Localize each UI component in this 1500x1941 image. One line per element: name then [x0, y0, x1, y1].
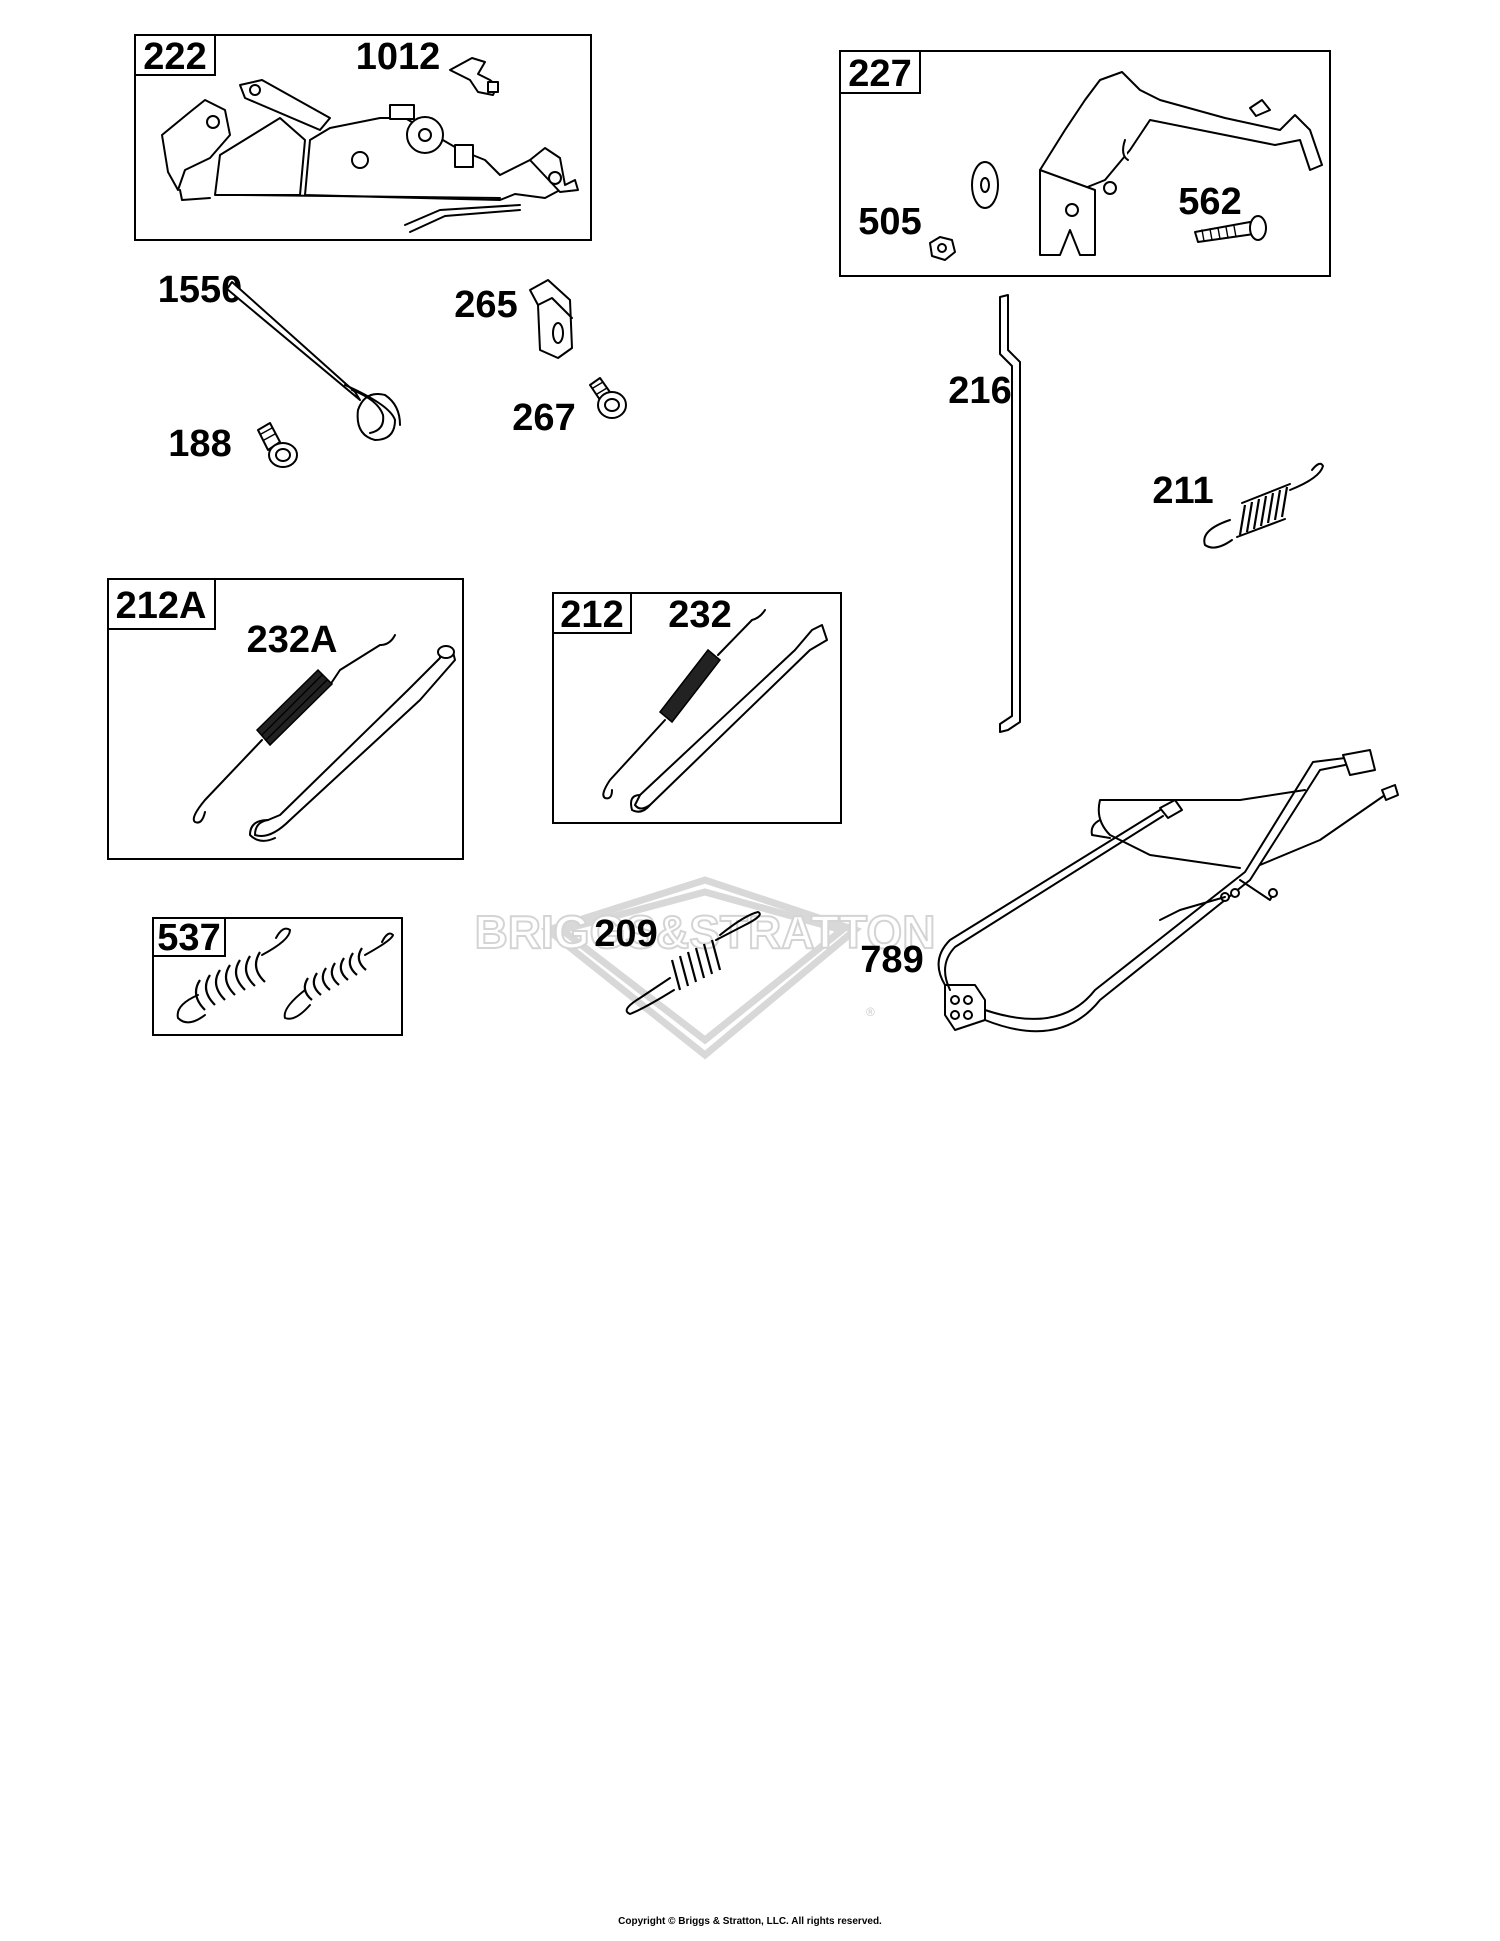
- part-562-screw-drawing: [1194, 215, 1267, 243]
- part-label-216[interactable]: 216: [948, 370, 1011, 412]
- group-212-frame: [552, 592, 842, 824]
- part-label-505[interactable]: 505: [858, 201, 921, 243]
- part-216-rod-drawing: [999, 294, 1021, 733]
- briggs-stratton-watermark: BRIGGS&STRATTON ®: [474, 876, 936, 1060]
- group-212A: 212A 232A: [107, 578, 464, 860]
- group-212A-frame: [107, 578, 464, 860]
- part-232-spring-drawing: [602, 609, 766, 800]
- part-label-232[interactable]: 232: [668, 594, 731, 636]
- part-label-789[interactable]: 789: [860, 939, 923, 981]
- part-1550-spring-drawing: [226, 281, 401, 441]
- group-212-tag-box: [552, 592, 632, 634]
- part-188-bolt-drawing: [257, 422, 298, 468]
- part-232A-spring-drawing: [192, 634, 396, 824]
- group-227: 227 505 562: [839, 50, 1331, 277]
- group-212A-tag[interactable]: 212A: [116, 585, 207, 627]
- part-232A-link-rod-drawing: [249, 645, 456, 842]
- group-537: 537: [152, 917, 403, 1036]
- control-bracket-drawing: [1039, 71, 1323, 256]
- group-537-frame: [152, 917, 403, 1036]
- group-227-tag-box: [839, 50, 921, 94]
- group-222: 222 1012: [134, 34, 592, 241]
- spring-large-drawing: [176, 927, 291, 1024]
- group-537-tag[interactable]: 537: [157, 917, 220, 959]
- part-1012-drawing: [449, 57, 499, 96]
- part-label-1012[interactable]: 1012: [356, 36, 441, 78]
- watermark-registered-mark: ®: [866, 1005, 875, 1019]
- watermark-brand-text: BRIGGS&STRATTON: [475, 906, 936, 958]
- group-222-tag[interactable]: 222: [143, 36, 206, 78]
- group-227-frame: [839, 50, 1331, 277]
- part-label-265[interactable]: 265: [454, 284, 517, 326]
- copyright-footer: Copyright © Briggs & Stratton, LLC. All …: [618, 1916, 882, 1927]
- group-227-tag[interactable]: 227: [848, 53, 911, 95]
- part-label-267[interactable]: 267: [512, 397, 575, 439]
- part-232-link-rod-drawing: [630, 624, 828, 813]
- part-label-188[interactable]: 188: [168, 423, 231, 465]
- group-537-tag-box: [152, 917, 226, 957]
- part-211-spring-drawing: [1203, 462, 1324, 549]
- part-267-bolt-drawing: [589, 377, 627, 419]
- group-212A-tag-box: [107, 578, 216, 630]
- part-505-nut-drawing: [929, 236, 956, 261]
- part-789-wire-harness-drawing: [937, 749, 1399, 1033]
- part-265-clip-drawing: [529, 279, 573, 359]
- group-222-frame: [134, 34, 592, 241]
- part-209-spring-drawing: [625, 911, 761, 1015]
- part-label-211[interactable]: 211: [1152, 470, 1213, 512]
- group-212-tag[interactable]: 212: [560, 594, 623, 636]
- part-label-232A[interactable]: 232A: [247, 619, 338, 661]
- washer-drawing: [971, 161, 999, 209]
- part-label-209[interactable]: 209: [594, 913, 657, 955]
- part-label-562[interactable]: 562: [1178, 181, 1241, 223]
- spring-small-drawing: [283, 932, 394, 1020]
- group-212: 212 232: [552, 592, 842, 824]
- governor-bracket-drawing: [161, 79, 579, 233]
- group-222-tag-box: [134, 34, 216, 76]
